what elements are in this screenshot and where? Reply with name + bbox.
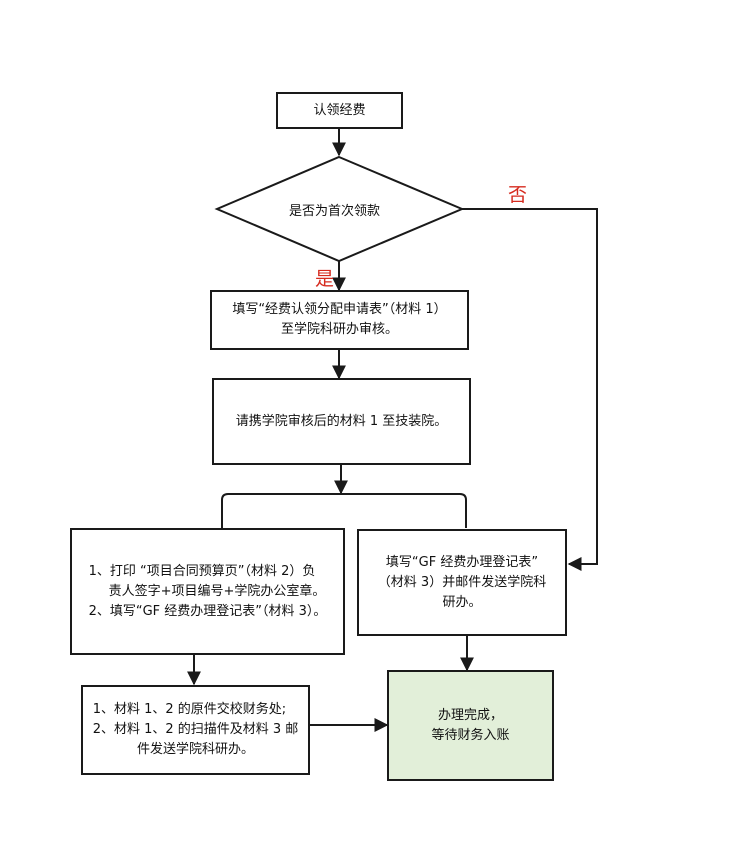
- node-claim-funds: 认领经费: [276, 92, 403, 129]
- node-gf-registration-line-3: 研办。: [442, 594, 482, 610]
- node-print-contract: 1、打印 “项目合同预算页”（材料 2）负 责人签字+项目编号+学院办公室章。 …: [70, 528, 345, 655]
- node-print-contract-line-3: 2、填写“GF 经费办理登记表”（材料 3）。: [88, 603, 327, 619]
- node-gf-registration-line-2: （材料 3）并邮件发送学院科: [377, 574, 547, 590]
- node-gf-registration: 填写“GF 经费办理登记表” （材料 3）并邮件发送学院科 研办。: [357, 529, 567, 636]
- label-no: 否: [508, 184, 528, 206]
- node-submit-materials-text: 请携学院审核后的材料 1 至技装院。: [235, 413, 448, 429]
- label-yes: 是: [315, 268, 335, 290]
- node-complete: 办理完成， 等待财务入账: [387, 670, 554, 781]
- node-fill-application-line-2: 至学院科研办审核。: [280, 322, 398, 337]
- node-fill-application: 填写“经费认领分配申请表”（材料 1） 至学院科研办审核。: [210, 290, 469, 350]
- node-submit-materials: 请携学院审核后的材料 1 至技装院。: [212, 378, 471, 465]
- node-complete-line-1: 办理完成，: [437, 707, 503, 723]
- node-submit-originals: 1、材料 1、2 的原件交校财务处; 2、材料 1、2 的扫描件及材料 3 邮 …: [81, 685, 310, 775]
- decision-text: 是否为首次领款: [289, 204, 381, 219]
- arrow-no-to-gf-form: [462, 208, 598, 571]
- node-gf-registration-line-1: 填写“GF 经费办理登记表”: [385, 554, 539, 570]
- split-bracket: [221, 493, 467, 528]
- node-claim-funds-text: 认领经费: [313, 102, 366, 118]
- node-complete-line-2: 等待财务入账: [431, 727, 510, 743]
- node-fill-application-line-1: 填写“经费认领分配申请表”（材料 1）: [232, 302, 447, 317]
- node-print-contract-line-2: 责人签字+项目编号+学院办公室章。: [108, 583, 326, 599]
- node-submit-originals-line-2: 2、材料 1、2 的扫描件及材料 3 邮: [92, 722, 299, 737]
- node-submit-originals-line-3: 件发送学院科研办。: [136, 742, 254, 757]
- node-submit-originals-line-1: 1、材料 1、2 的原件交校财务处;: [92, 702, 287, 717]
- node-print-contract-line-1: 1、打印 “项目合同预算页”（材料 2）负: [88, 563, 316, 579]
